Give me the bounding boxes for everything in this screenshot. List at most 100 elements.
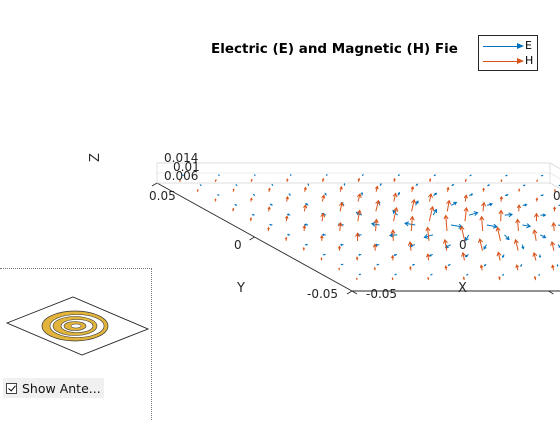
h-field-arrow [393,206,399,222]
h-field-arrow [267,226,270,232]
y-tick-mark [346,290,353,295]
e-field-arrow [469,193,474,197]
e-field-arrow [288,193,291,196]
h-field-arrow [179,179,181,183]
h-field-arrow [250,178,253,183]
e-field-arrow [540,194,544,197]
h-field-arrow [355,232,361,241]
e-field-arrow [304,243,308,246]
e-field-arrow [303,223,309,226]
h-field-arrow [444,265,448,271]
spiral-center [70,323,82,329]
e-field-arrow [305,203,309,206]
y-tick-label: 0.05 [149,189,176,203]
show-antenna-checkbox[interactable]: Show Ante... [3,378,104,398]
e-field-arrow [271,183,274,186]
e-field-arrow [340,263,344,266]
h-field-arrow [479,264,484,271]
h-field-arrow [357,177,361,183]
h-field-arrows [179,177,557,281]
e-field-arrow [360,191,364,196]
h-field-arrow [407,240,413,251]
h-field-arrow [463,206,469,222]
x-tick-label: 0 [553,189,560,203]
h-field-arrow [339,185,343,192]
e-field-arrow [324,192,327,196]
checkbox-checked-icon[interactable] [6,382,17,394]
h-field-arrow [442,238,448,251]
legend-arrowhead-e [517,43,524,49]
h-field-arrow [391,254,395,261]
h-field-arrow [337,245,342,251]
h-field-arrow [285,195,289,202]
h-field-arrow [303,186,307,192]
h-field-arrow [250,197,253,202]
z-tick-label: 0.014 [164,151,199,165]
h-field-arrow [533,212,539,222]
h-field-arrow [373,266,376,271]
h-field-arrow [285,215,289,222]
e-field-arrow [326,173,328,177]
plot-legend[interactable]: E H [478,35,538,71]
legend-label-h: H [525,54,534,67]
e-field-arrow [464,254,469,258]
h-field-arrow [320,212,326,222]
e-field-arrow [251,213,255,216]
grid-line [549,162,560,169]
h-field-arrow [532,229,538,241]
h-field-arrow [532,251,538,261]
e-field-arrow [376,263,380,266]
e-field-arrow [397,174,400,177]
h-field-arrow [320,257,323,261]
e-field-arrow [540,174,544,177]
h-field-arrow [551,221,557,232]
h-field-arrow [267,206,271,212]
e-field-arrow [397,191,400,196]
h-field-arrow [214,178,217,183]
h-field-arrow [356,209,362,222]
e-field-arrow [415,183,419,187]
e-field-arrow [415,200,419,206]
h-field-arrow [321,177,325,183]
h-field-arrow [462,276,466,281]
e-field-arrow [447,263,451,266]
h-field-arrow [428,205,435,222]
h-field-arrow [536,179,539,182]
e-field-arrow [522,184,526,187]
e-field-arrow [520,264,523,267]
e-field-arrow [235,184,238,187]
h-field-arrow [446,199,452,212]
e-field-arrow [343,183,346,186]
e-field-arrow [487,184,491,187]
h-field-arrow [553,188,556,192]
h-field-arrow [196,188,199,192]
legend-label-e: E [525,39,532,52]
e-field-arrow [394,273,397,276]
e-field-arrow [433,192,438,196]
y-tick-label: -0.05 [307,287,339,301]
h-field-arrow [355,256,359,261]
e-field-arrow [290,173,292,176]
h-field-arrow [427,192,433,202]
e-field-arrow [558,224,560,226]
y-tick-mark [151,182,158,187]
e-field-arrow [322,253,326,256]
e-field-arrow [432,208,438,216]
h-field-arrow [428,178,432,183]
e-field-arrows [182,173,560,277]
h-field-arrow [459,225,466,241]
h-field-arrow [409,215,415,232]
e-field-arrow [358,273,362,276]
h-field-arrow [410,185,415,192]
h-field-arrow [551,264,555,271]
h-field-arrow [427,276,430,281]
e-field-arrow [504,234,510,241]
h-field-arrow [302,224,307,232]
e-field-arrow [483,263,487,267]
e-field-arrow [466,273,469,276]
e-field-arrow [379,183,382,186]
h-field-arrow [338,201,344,212]
e-field-arrow [522,203,528,207]
e-field-arrow [217,194,220,196]
